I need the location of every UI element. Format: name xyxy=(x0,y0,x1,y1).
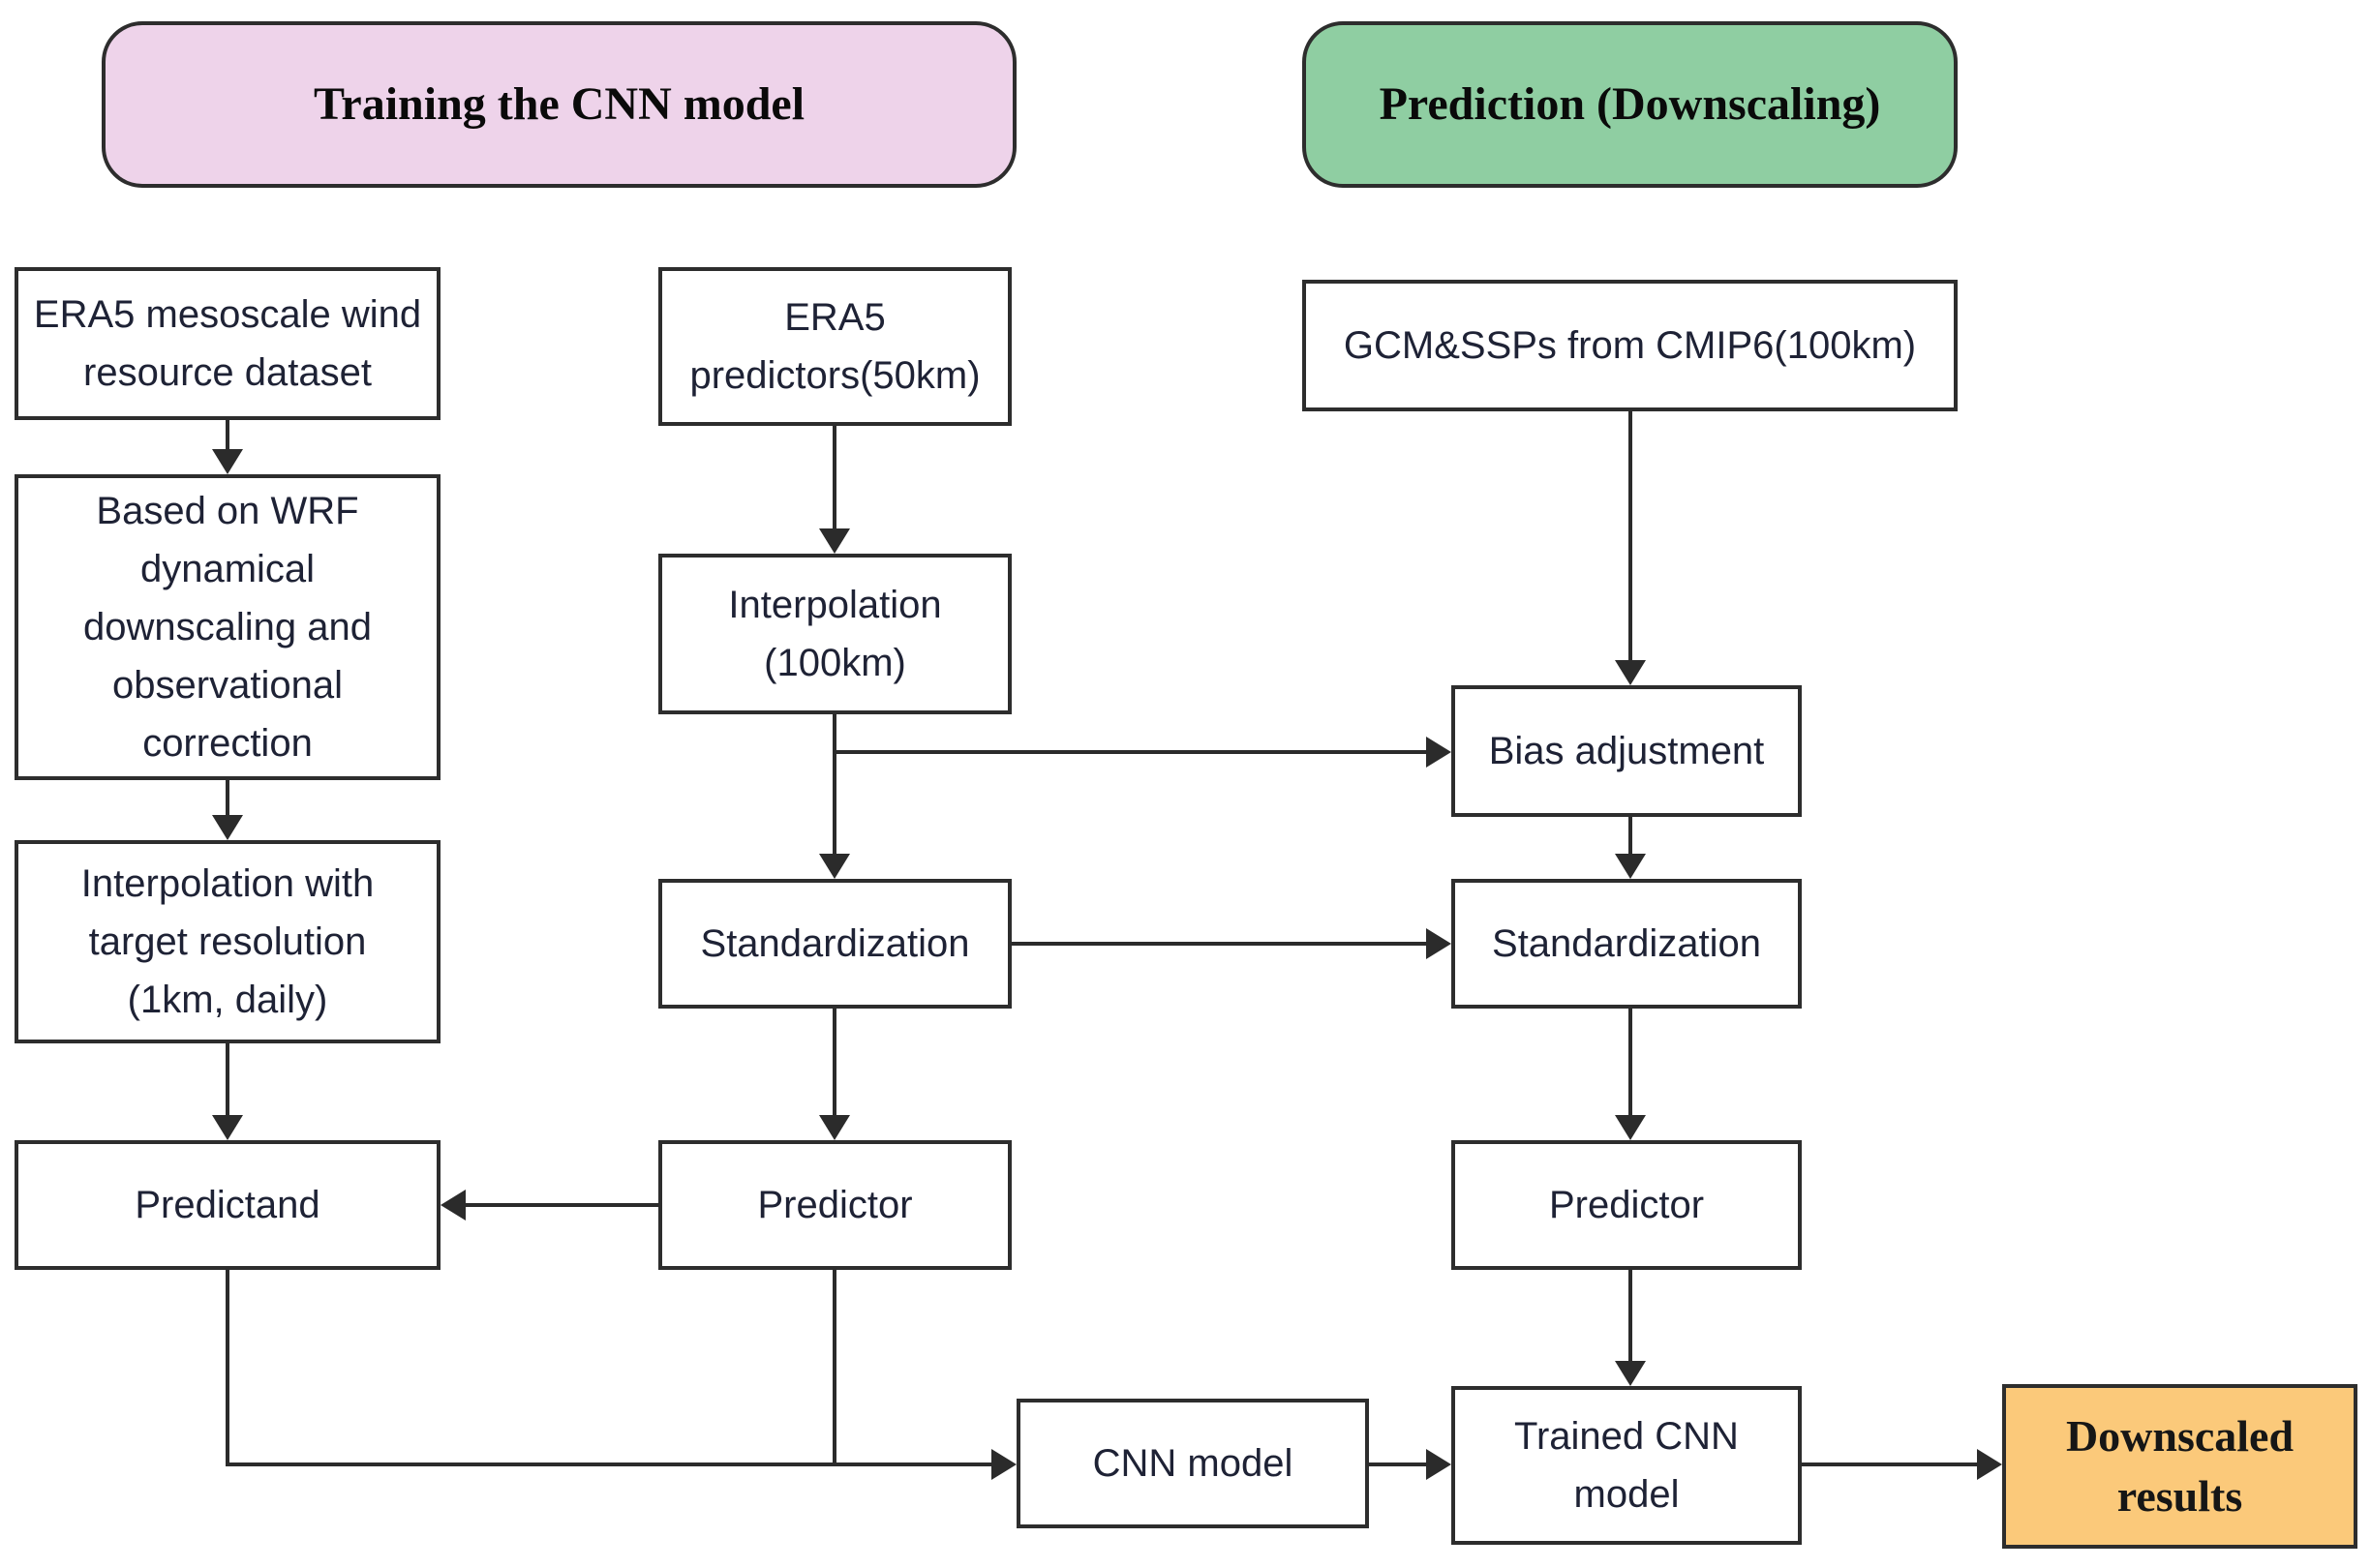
node-interpolation-target-resolution: Interpolation with target resolution (1k… xyxy=(15,840,441,1043)
node-era5-predictors: ERA5 predictors(50km) xyxy=(658,267,1012,426)
line-wrf-to-interp-target xyxy=(226,780,229,815)
node-wrf-dynamical-downscaling: Based on WRF dynamical downscaling and o… xyxy=(15,474,441,780)
line-predictor-mid-to-predictand xyxy=(466,1203,658,1207)
line-standardization-mid-to-standardization-right xyxy=(1012,942,1426,946)
line-era5-mesoscale-to-wrf xyxy=(226,420,229,449)
arrowhead-trained-cnn-to-downscaled xyxy=(1977,1449,2002,1480)
line-trained-cnn-to-downscaled xyxy=(1802,1462,1977,1466)
arrowhead-standardization-mid-to-standardization-right xyxy=(1426,928,1451,959)
node-era5-mesoscale-dataset: ERA5 mesoscale wind resource dataset xyxy=(15,267,441,420)
line-predictand-down xyxy=(226,1270,229,1466)
node-interpolation-100km: Interpolation (100km) xyxy=(658,554,1012,714)
node-cnn-model: CNN model xyxy=(1017,1399,1369,1528)
line-predictor-right-to-trained-cnn xyxy=(1628,1270,1632,1361)
node-standardization-prediction: Standardization xyxy=(1451,879,1802,1009)
node-predictor-prediction: Predictor xyxy=(1451,1140,1802,1270)
node-downscaled-results: Downscaled results xyxy=(2002,1384,2357,1549)
line-interp-100-branch-to-bias xyxy=(833,750,1426,754)
node-predictand: Predictand xyxy=(15,1140,441,1270)
arrowhead-standardization-mid-to-predictor-mid xyxy=(819,1115,850,1140)
line-bottom-to-cnn-model xyxy=(226,1462,991,1466)
arrowhead-era5-mesoscale-to-wrf xyxy=(212,449,243,474)
arrowhead-branch-to-bias xyxy=(1426,737,1451,768)
arrowhead-interp-100-to-standardization xyxy=(819,854,850,879)
banner-prediction-downscaling: Prediction (Downscaling) xyxy=(1302,21,1958,188)
arrowhead-era5-predictors-to-interp-100 xyxy=(819,528,850,554)
node-gcm-ssps-cmip6: GCM&SSPs from CMIP6(100km) xyxy=(1302,280,1958,411)
line-cnn-to-trained-cnn xyxy=(1369,1462,1426,1466)
arrowhead-bias-to-standardization-right xyxy=(1615,854,1646,879)
node-bias-adjustment: Bias adjustment xyxy=(1451,685,1802,817)
banner-training-cnn: Training the CNN model xyxy=(102,21,1017,188)
node-trained-cnn-model: Trained CNN model xyxy=(1451,1386,1802,1545)
node-standardization-training: Standardization xyxy=(658,879,1012,1009)
arrowhead-predictor-mid-to-predictand xyxy=(441,1190,466,1221)
line-interp-100-to-standardization xyxy=(833,714,836,856)
arrowhead-gcm-to-bias xyxy=(1615,660,1646,685)
line-standardization-mid-to-predictor-mid xyxy=(833,1009,836,1115)
arrowhead-cnn-to-trained-cnn xyxy=(1426,1449,1451,1480)
line-interp-target-to-predictand xyxy=(226,1043,229,1115)
line-gcm-to-bias xyxy=(1628,411,1632,660)
line-bias-to-standardization-right xyxy=(1628,817,1632,854)
arrowhead-predictor-right-to-trained-cnn xyxy=(1615,1361,1646,1386)
arrowhead-standardization-right-to-predictor-right xyxy=(1615,1115,1646,1140)
arrowhead-interp-target-to-predictand xyxy=(212,1115,243,1140)
arrowhead-into-cnn-model xyxy=(991,1449,1017,1480)
line-predictor-mid-down xyxy=(833,1270,836,1464)
arrowhead-wrf-to-interp-target xyxy=(212,815,243,840)
line-standardization-right-to-predictor-right xyxy=(1628,1009,1632,1115)
node-predictor-training: Predictor xyxy=(658,1140,1012,1270)
line-era5-predictors-to-interp-100 xyxy=(833,426,836,528)
